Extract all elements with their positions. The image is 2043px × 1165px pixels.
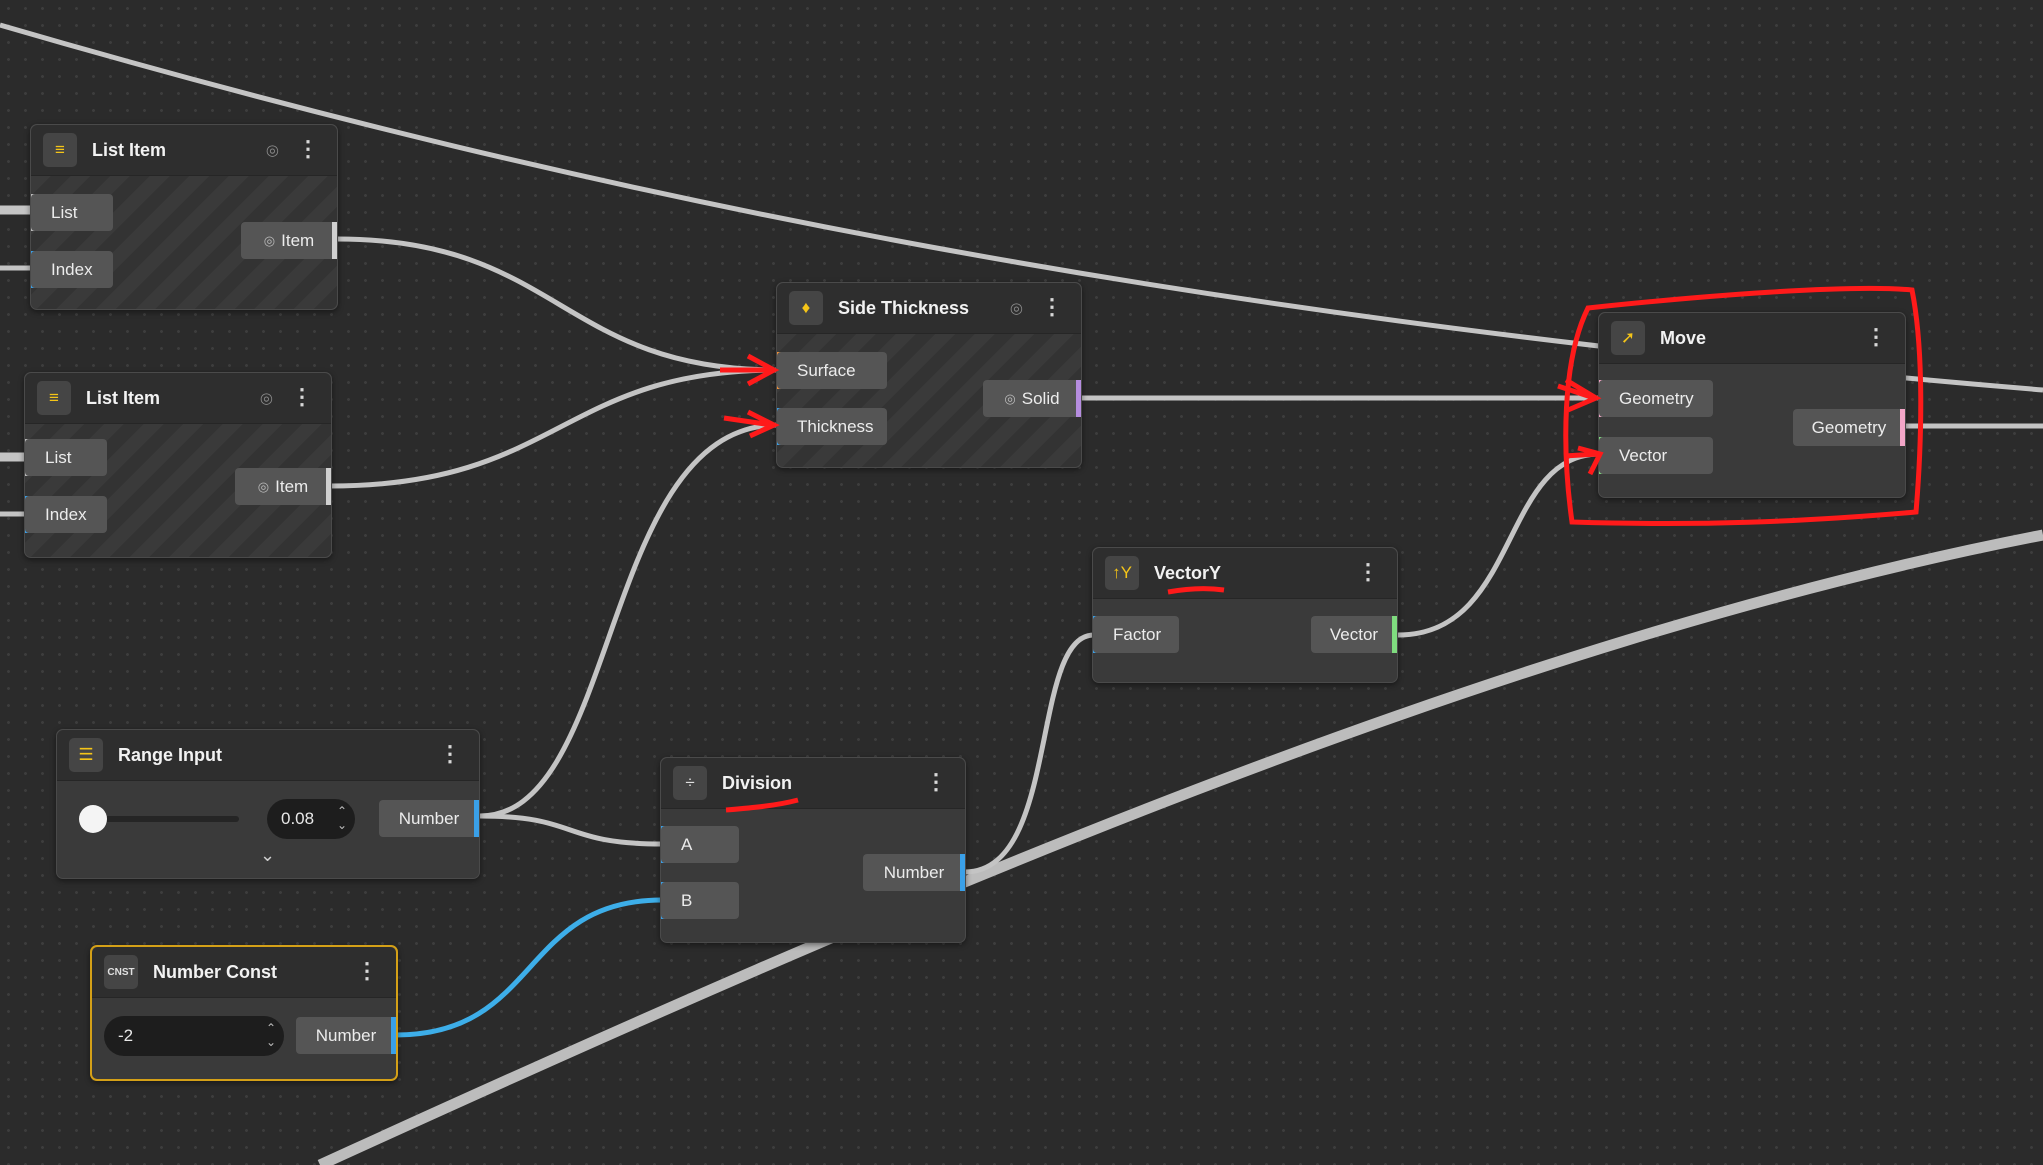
node-title: Division (722, 772, 793, 793)
solid-port-stub[interactable] (1076, 380, 1081, 417)
item-output-port[interactable]: ◎ Item (241, 222, 337, 259)
arrow-thickness (723, 409, 780, 439)
node-header[interactable]: ♦ Side Thickness ◎ ⋮ (777, 283, 1081, 334)
wire-const-b (395, 897, 663, 1038)
hide-preview-icon[interactable]: ◎ (259, 390, 273, 407)
geometry-out-stub[interactable] (1900, 409, 1905, 446)
arrow-vector (1563, 445, 1604, 476)
arrow-surface (720, 353, 780, 387)
node-header[interactable]: ≡ List Item ◎ ⋮ (25, 373, 331, 424)
division-node[interactable]: ÷ Division ⋮ A B Number (660, 757, 966, 943)
node-title: List Item (92, 139, 167, 160)
node-header[interactable]: ☰ Range Input ⋮ (57, 730, 479, 781)
node-title: Range Input (118, 744, 222, 765)
list-index-icon: ≡ (43, 133, 77, 167)
divide-icon: ÷ (673, 766, 707, 800)
number-out-stub[interactable] (391, 1017, 396, 1054)
range-value: 0.08 (281, 809, 315, 828)
node-menu-icon[interactable]: ⋮ (297, 136, 319, 161)
item-port-stub[interactable] (326, 468, 331, 505)
node-menu-icon[interactable]: ⋮ (1357, 559, 1379, 584)
node-menu-icon[interactable]: ⋮ (1041, 294, 1063, 319)
increment-icon[interactable]: ⌃ (265, 1021, 276, 1035)
item-output-label: Item (275, 476, 309, 496)
arrow-geometry (1557, 377, 1602, 413)
wire-item2-surface (329, 367, 779, 489)
const-value: -2 (118, 1026, 134, 1045)
vector-y-icon: ↑Y (1105, 556, 1139, 590)
list-index-icon: ≡ (37, 381, 71, 415)
node-title: Number Const (153, 961, 278, 982)
geometry-input-port[interactable]: Geometry (1599, 380, 1713, 417)
solid-output-label: Solid (1021, 388, 1060, 408)
node-menu-icon[interactable]: ⋮ (925, 769, 947, 794)
side-thickness-node[interactable]: ♦ Side Thickness ◎ ⋮ Surface Thickness ◎… (776, 282, 1082, 468)
node-header[interactable]: ➚ Move ⋮ (1599, 313, 1905, 364)
chevron-down-icon[interactable]: ⌄ (260, 845, 276, 865)
b-input-port[interactable]: B (661, 882, 739, 919)
const-value-field[interactable]: -2 ⌃ ⌄ (104, 1016, 284, 1056)
number-const-node[interactable]: CNST Number Const ⋮ -2 ⌃ ⌄ Number (90, 945, 398, 1081)
node-menu-icon[interactable]: ⋮ (291, 384, 313, 409)
wire-number-factor (964, 632, 1095, 875)
geometry-output-port[interactable]: Geometry (1793, 409, 1905, 446)
node-header[interactable]: CNST Number Const ⋮ (92, 947, 396, 998)
hide-icon: ◎ (1004, 390, 1016, 406)
vector-y-node[interactable]: ↑Y VectorY ⋮ Factor Vector (1092, 547, 1398, 683)
number-out-stub[interactable] (474, 800, 479, 837)
decrement-icon[interactable]: ⌄ (336, 818, 347, 832)
wire-range-a (479, 813, 663, 847)
node-title: List Item (86, 387, 161, 408)
hide-icon: ◎ (257, 478, 270, 494)
solid-output-port[interactable]: ◎ Solid (983, 380, 1081, 417)
node-header[interactable]: ≡ List Item ◎ ⋮ (31, 125, 337, 176)
move-icon: ➚ (1611, 321, 1645, 355)
factor-input-port[interactable]: Factor (1093, 616, 1179, 653)
range-value-field[interactable]: 0.08 ⌃ ⌄ (267, 799, 355, 839)
list-input-port[interactable]: List (25, 439, 107, 476)
hide-preview-icon[interactable]: ◎ (1009, 300, 1023, 317)
increment-icon[interactable]: ⌃ (336, 804, 347, 818)
wire-vector-vector (1397, 451, 1601, 638)
number-out-stub[interactable] (960, 854, 965, 891)
thicken-icon: ♦ (789, 291, 823, 325)
vector-out-stub[interactable] (1392, 616, 1397, 653)
sliders-icon: ☰ (69, 738, 103, 772)
node-title: VectorY (1154, 562, 1222, 583)
constant-icon: CNST (104, 955, 138, 989)
decrement-icon[interactable]: ⌄ (265, 1035, 276, 1049)
range-slider-thumb[interactable] (79, 805, 107, 833)
range-slider-track[interactable] (81, 816, 239, 822)
a-input-port[interactable]: A (661, 826, 739, 863)
move-node[interactable]: ➚ Move ⋮ Geometry Vector Geometry (1598, 312, 1906, 498)
node-menu-icon[interactable]: ⋮ (356, 958, 378, 983)
node-title: Move (1660, 327, 1707, 348)
node-menu-icon[interactable]: ⋮ (439, 741, 461, 766)
item-port-stub[interactable] (332, 222, 337, 259)
hide-preview-icon[interactable]: ◎ (265, 142, 279, 159)
list-item-node-2[interactable]: ≡ List Item ◎ ⋮ List Index ◎ Item (24, 372, 332, 558)
vector-input-port[interactable]: Vector (1599, 437, 1713, 474)
node-header[interactable]: ÷ Division ⋮ (661, 758, 965, 809)
index-input-port[interactable]: Index (31, 251, 113, 288)
number-output-port[interactable]: Number (296, 1017, 396, 1054)
number-output-port[interactable]: Number (863, 854, 965, 891)
list-item-node-1[interactable]: ≡ List Item ◎ ⋮ List Index ◎ Item (30, 124, 338, 310)
node-menu-icon[interactable]: ⋮ (1865, 324, 1887, 349)
node-title: Side Thickness (838, 297, 970, 318)
item-output-label: Item (281, 230, 315, 250)
hide-icon: ◎ (263, 232, 276, 248)
number-output-port[interactable]: Number (379, 800, 479, 837)
wire-item1-surface (336, 236, 779, 373)
index-input-port[interactable]: Index (25, 496, 107, 533)
list-input-port[interactable]: List (31, 194, 113, 231)
node-header[interactable]: ↑Y VectorY ⋮ (1093, 548, 1397, 599)
thickness-input-port[interactable]: Thickness (777, 408, 887, 445)
vector-output-port[interactable]: Vector (1311, 616, 1397, 653)
item-output-port[interactable]: ◎ Item (235, 468, 331, 505)
range-input-node[interactable]: ☰ Range Input ⋮ 0.08 ⌃ ⌄ Number ⌄ (56, 729, 480, 879)
surface-input-port[interactable]: Surface (777, 352, 887, 389)
